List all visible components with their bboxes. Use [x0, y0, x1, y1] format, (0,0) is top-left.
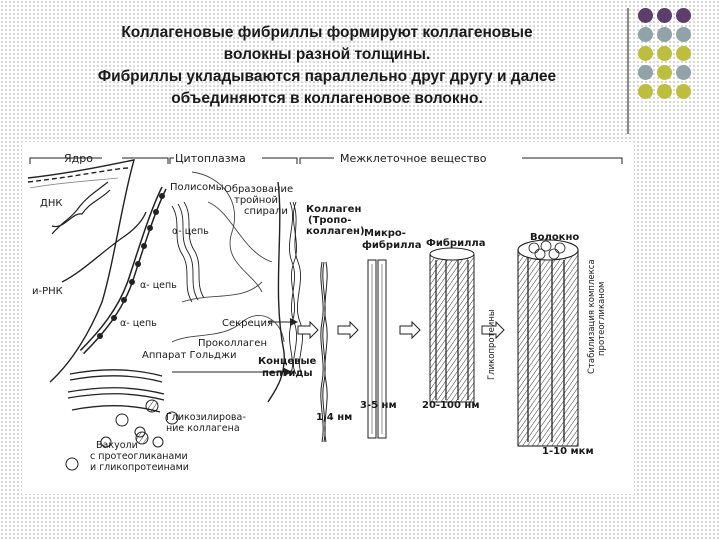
decorative-dot — [638, 46, 653, 61]
decorative-dot — [657, 27, 672, 42]
header-intercellular: Межклеточное вещество — [340, 152, 487, 165]
label-fibril: Фибрилла — [426, 237, 485, 249]
tropocollagen-helix — [320, 261, 328, 443]
decorative-dot — [657, 84, 672, 99]
label-end-peptides: Концевые — [258, 356, 317, 367]
label-alpha-chain: α- цепь — [172, 226, 209, 237]
decorative-dot — [676, 46, 691, 61]
label-glycoproteins: Гликопротеины — [487, 309, 497, 380]
decorative-dot — [676, 8, 691, 23]
procollagen-helix — [288, 201, 304, 375]
label-golgi: Аппарат Гольджи — [142, 350, 236, 361]
microfibril — [367, 259, 387, 439]
vacuole-legend-icon — [65, 457, 79, 471]
label-triple-helix: Образование — [224, 184, 293, 195]
decorative-dot-grid — [638, 8, 718, 108]
decorative-dot — [638, 8, 653, 23]
label-stabilizing: протеогликаном — [597, 282, 607, 356]
nuclear-envelope — [27, 159, 135, 383]
process-arrows — [297, 320, 505, 340]
cell-membrane — [267, 181, 285, 403]
label-tropocollagen: (Тропо- — [308, 215, 351, 226]
label-triple-helix: тройной — [234, 195, 278, 206]
label-size-2: 3-5 нм — [360, 400, 397, 411]
label-vacuoles: и гликопротеинами — [90, 462, 189, 473]
label-vacuoles: с протеогликанами — [90, 451, 188, 462]
header-bracket — [29, 157, 623, 164]
title-line: волокны разной толщины. — [223, 46, 431, 63]
label-tropocollagen: коллаген) — [306, 226, 365, 237]
label-size-4: 1-10 мкм — [542, 446, 594, 457]
collagen-synthesis-diagram: Ядро Цитоплазма Межклеточное вещество ДН… — [22, 142, 634, 494]
decorative-dot — [657, 46, 672, 61]
label-tropocollagen: Коллаген — [306, 204, 361, 215]
vacuoles — [135, 399, 159, 445]
decorative-dot — [638, 65, 653, 80]
label-mrna: и-РНК — [32, 286, 63, 297]
fibril — [429, 247, 475, 403]
decorative-dot — [638, 27, 653, 42]
decorative-dot — [676, 65, 691, 80]
label-alpha-chain: α- цепь — [140, 280, 177, 291]
label-triple-helix: спирали — [244, 206, 288, 217]
decorative-dot — [657, 8, 672, 23]
dna-helix — [51, 181, 111, 235]
decorative-dot — [638, 84, 653, 99]
label-alpha-chain: α- цепь — [120, 318, 157, 329]
label-secretion: Секреция — [222, 318, 273, 329]
label-microfibril: фибрилла — [362, 239, 421, 251]
title-line: объединяются в коллагеновое волокно. — [171, 90, 483, 107]
er-cisternae — [171, 171, 285, 343]
decorative-dot — [676, 84, 691, 99]
label-polysomes: Полисомы — [170, 182, 224, 193]
label-vacuoles: Вакуоли — [96, 440, 138, 451]
label-end-peptides: пептиды — [262, 368, 313, 379]
label-microfibril: Микро- — [364, 228, 406, 239]
label-size-3: 20-100 нм — [422, 400, 480, 411]
label-size-1: 1,4 нм — [316, 412, 352, 423]
title-line: Фибриллы укладываются параллельно друг д… — [97, 68, 557, 85]
title-line: Коллагеновые фибриллы формируют коллаген… — [121, 24, 533, 41]
decorative-dot — [676, 27, 691, 42]
decorative-dot — [657, 65, 672, 80]
label-procollagen: Проколлаген — [198, 338, 267, 349]
alpha-chains — [171, 201, 205, 303]
label-glycosylation: ние коллагена — [166, 423, 240, 434]
label-dna: ДНК — [40, 198, 62, 209]
collagen-fiber — [517, 239, 579, 447]
polysome-strand — [79, 186, 167, 355]
label-stabilizing: Стабилизация комплекса — [587, 259, 597, 374]
label-fiber: Волокно — [530, 232, 579, 243]
decorative-divider — [627, 8, 629, 134]
header-nucleus: Ядро — [64, 152, 93, 165]
slide-title: Коллагеновые фибриллы формируют коллаген… — [22, 22, 632, 110]
mrna-strand — [61, 211, 147, 283]
label-glycosylation: Гликозилирова- — [166, 412, 246, 423]
golgi-apparatus — [67, 369, 165, 413]
header-cytoplasm: Цитоплазма — [175, 152, 246, 165]
